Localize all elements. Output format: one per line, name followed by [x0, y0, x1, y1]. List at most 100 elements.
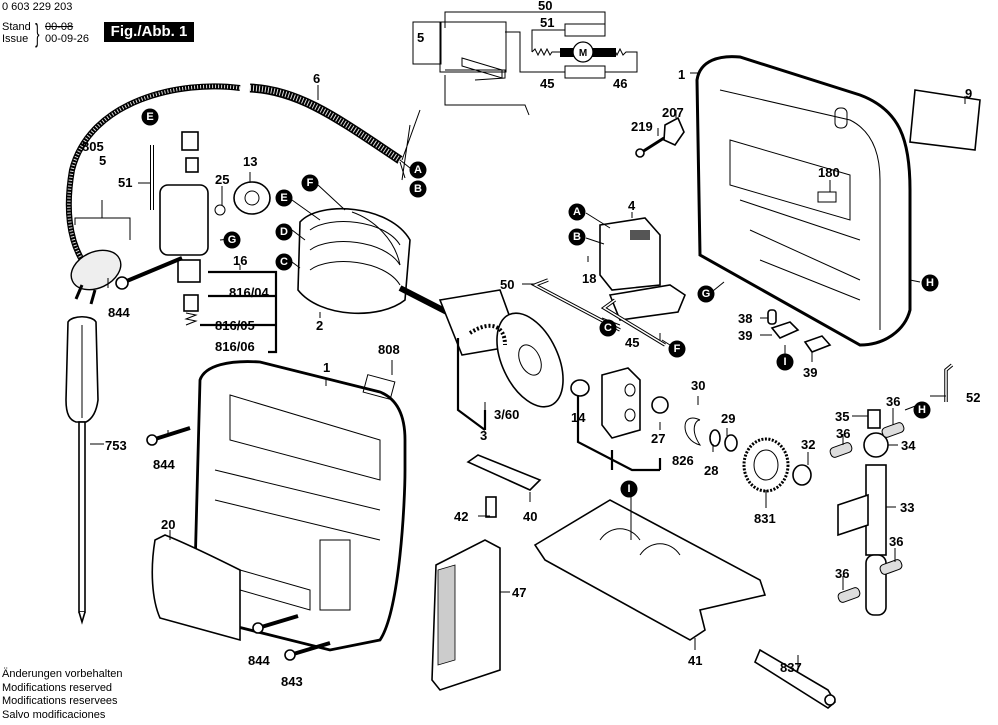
- schematic-label-46: 46: [613, 76, 627, 91]
- switch-trigger: [461, 57, 503, 79]
- callout-816-05: 816/05: [215, 318, 255, 333]
- callout-36-left: 36: [836, 426, 850, 441]
- armature: [398, 285, 590, 408]
- label-9: [909, 89, 981, 151]
- marker-i-housing: I: [776, 353, 794, 371]
- disclaimer-fr: Modifications reservees: [2, 695, 118, 707]
- schematic-label-45: 45: [540, 76, 554, 91]
- callout-39-left: 39: [738, 328, 752, 343]
- callout-34: 34: [901, 438, 916, 453]
- schematic-plug-frame: [412, 21, 442, 65]
- clamp-40: [466, 454, 542, 518]
- marker-d-stator: D: [275, 223, 293, 241]
- stand-label: Stand: [2, 21, 31, 33]
- disclaimer-es: Salvo modificaciones: [2, 708, 106, 721]
- footer-disclaimer: Änderungen vorbehalten Modifications res…: [2, 668, 122, 722]
- callout-39-right: 39: [803, 365, 817, 380]
- svg-text:F: F: [307, 177, 314, 189]
- switch-4: [530, 217, 686, 347]
- label-808: [362, 374, 396, 400]
- callout-219: 219: [631, 119, 653, 134]
- cover-20: [151, 534, 241, 642]
- marker-f-stator: F: [301, 174, 319, 192]
- svg-text:G: G: [228, 234, 237, 246]
- callout-837: 837: [780, 660, 802, 675]
- callout-29: 29: [721, 411, 735, 426]
- svg-text:C: C: [280, 256, 288, 268]
- callout-51: 51: [118, 175, 132, 190]
- callout-14: 14: [571, 410, 586, 425]
- wire-45: [505, 31, 565, 73]
- small-parts-right: [635, 116, 954, 402]
- marker-c-stator: C: [275, 253, 293, 271]
- callout-35: 35: [835, 409, 849, 424]
- callout-1-left: 1: [323, 360, 330, 375]
- figure-label: Fig./Abb. 1: [104, 22, 194, 42]
- stand-value: 00-08: [45, 21, 74, 33]
- marker-g-left: G: [223, 231, 241, 249]
- svg-text:I: I: [783, 356, 786, 368]
- wiring-schematic: M 50 51 5 45 46: [412, 0, 638, 116]
- base-plate-41: [533, 499, 837, 709]
- callout-826: 826: [672, 453, 694, 468]
- callout-33: 33: [900, 500, 914, 515]
- svg-text:B: B: [414, 183, 422, 195]
- callout-844-bottom: 844: [248, 653, 270, 668]
- svg-text:C: C: [604, 322, 612, 334]
- guide-826: [601, 367, 702, 446]
- part-callouts: 6 805 5 51 25 13 16 816/04 816/05 816/06…: [82, 67, 980, 689]
- callout-47: 47: [512, 585, 526, 600]
- marker-a-switch: A: [568, 203, 586, 221]
- callout-36-right: 36: [886, 394, 900, 409]
- marker-h-rod: H: [913, 401, 931, 419]
- blade-clamp-key-52: [944, 363, 954, 402]
- callout-5: 5: [99, 153, 106, 168]
- bearing-14: [570, 379, 590, 397]
- callout-9: 9: [965, 86, 972, 101]
- svg-text:I: I: [627, 483, 630, 495]
- callout-36-lower-right: 36: [889, 534, 903, 549]
- schematic-label-51: 51: [540, 15, 554, 30]
- part-number: 0 603 229 203: [2, 1, 73, 13]
- screwdriver-753: [65, 315, 99, 625]
- stroke-rod-33: [829, 409, 905, 616]
- marker-f-wire: F: [668, 340, 686, 358]
- callout-27: 27: [651, 431, 665, 446]
- callout-1-right: 1: [678, 67, 685, 82]
- wire-50: [444, 11, 606, 30]
- motor-icon: [572, 41, 594, 63]
- svg-text:E: E: [280, 192, 287, 204]
- callout-18: 18: [582, 271, 596, 286]
- callout-844-top: 844: [108, 305, 130, 320]
- callout-45: 45: [625, 335, 639, 350]
- callout-52: 52: [966, 390, 980, 405]
- marker-c-wire: C: [599, 319, 617, 337]
- callout-207: 207: [662, 105, 684, 120]
- callout-808: 808: [378, 342, 400, 357]
- lever-837: [754, 648, 837, 709]
- callout-844-mid: 844: [153, 457, 175, 472]
- svg-text:A: A: [573, 206, 581, 218]
- switch-handle: [444, 69, 530, 116]
- svg-text:H: H: [918, 404, 926, 416]
- callout-4: 4: [628, 198, 636, 213]
- callout-831: 831: [754, 511, 776, 526]
- callout-38: 38: [738, 311, 752, 326]
- disclaimer-de: Änderungen vorbehalten: [2, 668, 123, 680]
- marker-e-stator: E: [275, 189, 293, 207]
- svg-text:F: F: [674, 343, 681, 355]
- callout-2: 2: [316, 318, 323, 333]
- callout-6: 6: [313, 71, 320, 86]
- gear-assembly: [709, 429, 812, 493]
- issue-label: Issue: [2, 33, 29, 45]
- callout-180: 180: [818, 165, 840, 180]
- callout-843: 843: [281, 674, 303, 689]
- marker-g-right: G: [697, 285, 715, 303]
- svg-text:G: G: [702, 288, 711, 300]
- stator-field: [297, 207, 411, 315]
- marker-a-cord: A: [409, 161, 427, 179]
- svg-text:E: E: [146, 111, 153, 123]
- callout-13: 13: [243, 154, 257, 169]
- motor-symbol: M: [579, 48, 587, 59]
